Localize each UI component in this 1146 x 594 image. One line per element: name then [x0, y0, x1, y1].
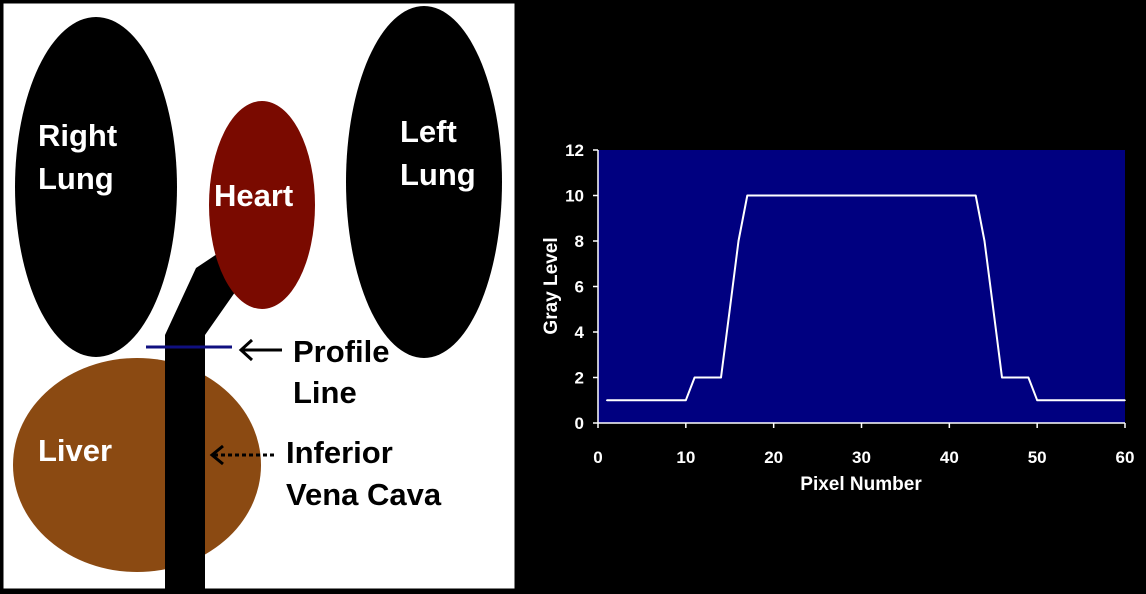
data-point	[1027, 376, 1030, 379]
data-point	[728, 308, 731, 311]
data-point	[1018, 376, 1021, 379]
data-point	[983, 240, 986, 242]
data-point	[948, 194, 951, 197]
vena-cava-arrow	[209, 444, 274, 466]
x-tick-label: 20	[764, 448, 783, 467]
profile-line-label-line2: Line	[293, 375, 357, 410]
vena-cava-label-line2: Vena Cava	[286, 477, 442, 512]
data-point	[702, 376, 705, 379]
data-point	[772, 194, 775, 197]
x-tick-label: 60	[1116, 448, 1135, 467]
inferior-vena-cava-shape	[165, 248, 240, 590]
data-point	[1045, 399, 1047, 402]
y-tick-label: 12	[565, 141, 584, 160]
y-tick-label: 2	[575, 369, 584, 388]
data-point	[1036, 399, 1038, 402]
liver-label: Liver	[38, 433, 112, 468]
gray-level-profile-line	[606, 194, 1125, 402]
heart-label: Heart	[214, 178, 293, 213]
data-point	[1010, 376, 1012, 379]
x-tick-label: 40	[940, 448, 959, 467]
x-axis-label: Pixel Number	[800, 474, 922, 495]
data-point	[711, 376, 713, 379]
right-lung-label-line2: Lung	[38, 161, 114, 196]
data-point	[685, 399, 687, 402]
left-lung-label-line1: Left	[400, 114, 457, 149]
y-tick-label: 4	[575, 323, 585, 342]
chart-points	[605, 194, 1126, 402]
y-tick-label: 0	[575, 414, 584, 433]
profile-chart: 0 10 20 30 40 50 60 0 2 4 6 8 10 12 Pixel Number Gray…	[541, 141, 1134, 495]
data-point	[737, 240, 740, 242]
x-tick-label: 10	[676, 448, 695, 467]
right-lung-label-line1: Right	[38, 118, 117, 153]
data-point	[605, 399, 608, 402]
x-tick-label: 50	[1028, 448, 1047, 467]
profile-line-label-line1: Profile	[293, 334, 389, 369]
data-point	[1001, 376, 1003, 379]
chart-ticks: 0 10 20 30 40 50 60 0 2 4 6 8 10 12	[565, 141, 1134, 467]
plot-area	[598, 150, 1125, 423]
left-lung-label-line2: Lung	[400, 157, 476, 192]
data-point	[992, 308, 995, 311]
profile-line-arrow	[238, 338, 282, 362]
data-point	[720, 376, 722, 379]
vena-cava-label-line1: Inferior	[286, 435, 393, 470]
y-tick-label: 10	[565, 187, 584, 206]
data-point	[966, 194, 968, 197]
x-tick-label: 0	[593, 448, 602, 467]
left-lung-shape	[346, 6, 502, 358]
y-tick-label: 8	[575, 232, 584, 251]
anatomy-diagram: Right Lung Left Lung Heart Liver Profile…	[0, 0, 518, 592]
data-point	[755, 194, 757, 197]
y-tick-label: 6	[575, 278, 584, 297]
x-tick-label: 30	[852, 448, 871, 467]
data-point	[860, 194, 863, 197]
data-point	[1124, 399, 1126, 402]
data-point	[974, 194, 977, 197]
right-lung-shape	[15, 17, 177, 357]
y-axis-label: Gray Level	[541, 237, 562, 334]
data-point	[693, 376, 696, 379]
data-point	[746, 194, 749, 197]
heart-shape	[209, 101, 315, 309]
